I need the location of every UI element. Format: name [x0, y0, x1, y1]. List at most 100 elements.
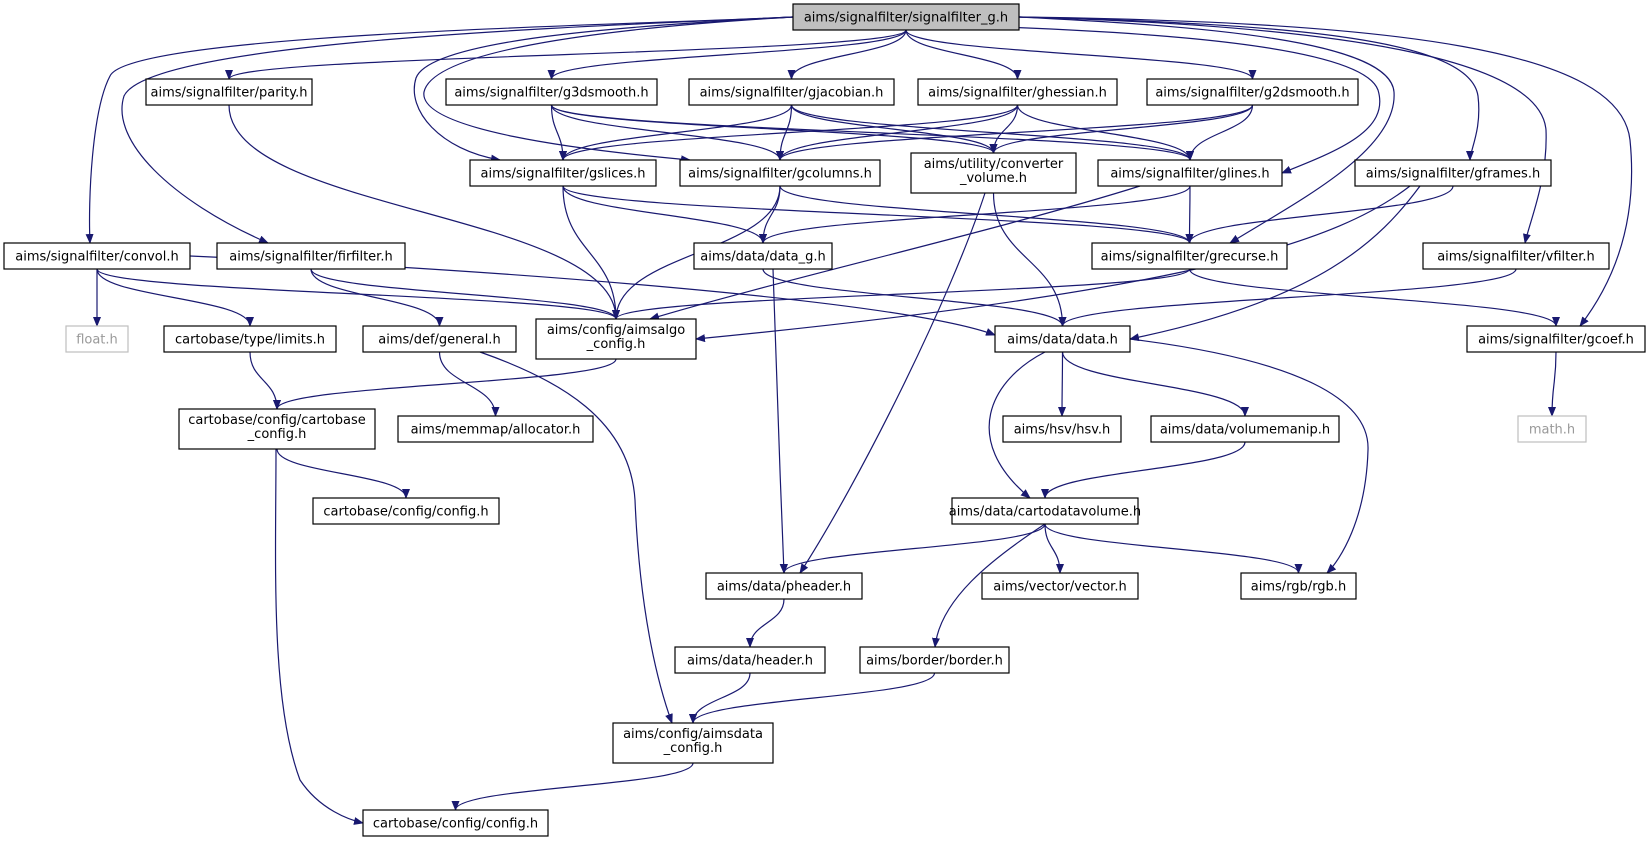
- edge-cartodatavolume-to-pheader: [780, 523, 1046, 574]
- node-aimsalgo-config[interactable]: aims/config/aimsalgo_config.h: [535, 318, 697, 360]
- node-box: [178, 408, 376, 450]
- node-label: aims/signalfilter/g2dsmooth.h: [1155, 86, 1349, 101]
- node-box: [679, 159, 881, 187]
- node-box: [362, 325, 517, 353]
- edge-signalfilter_g-to-parity: [225, 29, 907, 80]
- edge-data-to-cartodatavolume: [988, 351, 1046, 499]
- node-box: [362, 809, 549, 837]
- node-g2dsmooth[interactable]: aims/signalfilter/g2dsmooth.h: [1146, 78, 1359, 106]
- node-label: aims/signalfilter/g3dsmooth.h: [454, 86, 648, 101]
- node-header[interactable]: aims/data/header.h: [674, 646, 826, 674]
- edge-gcoef-to-math: [1548, 351, 1557, 417]
- edge-cartodatavolume-to-vector: [1044, 523, 1064, 574]
- edge-signalfilter_g-to-gcoef: [1018, 16, 1633, 327]
- edge-grecurse-to-gcoef: [1188, 268, 1560, 327]
- node-vector[interactable]: aims/vector/vector.h: [981, 572, 1139, 600]
- node-label: aims/config/aimsalgo: [547, 323, 685, 338]
- node-box: [917, 78, 1118, 106]
- node-box: [163, 325, 337, 353]
- edge-grecurse-to-aimsalgo_config: [612, 268, 1191, 320]
- node-rgb[interactable]: aims/rgb/rgb.h: [1240, 572, 1357, 600]
- node-box: [705, 572, 863, 600]
- node-cartobase-config[interactable]: cartobase/config/cartobase_config.h: [178, 408, 376, 450]
- node-label: aims/signalfilter/signalfilter_g.h: [804, 11, 1008, 26]
- node-ghessian[interactable]: aims/signalfilter/ghessian.h: [917, 78, 1118, 106]
- node-allocator[interactable]: aims/memmap/allocator.h: [397, 415, 594, 443]
- node-convol[interactable]: aims/signalfilter/convol.h: [3, 242, 191, 270]
- node-label: aims/data/header.h: [687, 654, 813, 669]
- edge-signalfilter_g-to-ghessian: [905, 29, 1022, 80]
- edge-gjacobian-to-converter_volume: [790, 104, 998, 154]
- node-label: aims/signalfilter/ghessian.h: [928, 86, 1107, 101]
- edge-g3dsmooth-to-converter_volume: [550, 104, 998, 154]
- node-aimsdata-config[interactable]: aims/config/aimsdata_config.h: [612, 722, 774, 764]
- node-box: [688, 78, 895, 106]
- node-box: [216, 242, 406, 270]
- node-label: aims/utility/converter: [924, 157, 1064, 172]
- node-parity[interactable]: aims/signalfilter/parity.h: [145, 78, 313, 106]
- node-label: _config.h: [247, 427, 307, 442]
- node-cartodatavolume[interactable]: aims/data/cartodatavolume.h: [949, 497, 1141, 525]
- node-label: aims/signalfilter/vfilter.h: [1437, 250, 1595, 265]
- node-g3dsmooth[interactable]: aims/signalfilter/g3dsmooth.h: [445, 78, 658, 106]
- node-pheader[interactable]: aims/data/pheader.h: [705, 572, 863, 600]
- node-label: aims/data/pheader.h: [717, 580, 851, 595]
- edge-g2dsmooth-to-converter_volume: [989, 104, 1254, 154]
- node-limits[interactable]: cartobase/type/limits.h: [163, 325, 337, 353]
- node-box: [1146, 78, 1359, 106]
- edge-aimsalgo_config-to-cartobase_config: [273, 358, 617, 410]
- node-label: aims/data/cartodatavolume.h: [949, 505, 1141, 520]
- edge-glines-to-grecurse: [1185, 185, 1194, 244]
- edge-gjacobian-to-gslices: [559, 104, 793, 161]
- node-general[interactable]: aims/def/general.h: [362, 325, 517, 353]
- node-gjacobian[interactable]: aims/signalfilter/gjacobian.h: [688, 78, 895, 106]
- node-signalfilter-g[interactable]: aims/signalfilter/signalfilter_g.h: [792, 3, 1020, 31]
- node-box: [1150, 415, 1340, 443]
- nodes-layer: aims/signalfilter/signalfilter_g.h aims/s…: [3, 3, 1646, 837]
- node-border[interactable]: aims/border/border.h: [859, 646, 1010, 674]
- node-volumemanip[interactable]: aims/data/volumemanip.h: [1150, 415, 1340, 443]
- node-box: [3, 242, 191, 270]
- node-cb-config-1[interactable]: cartobase/config/config.h: [312, 497, 500, 525]
- edge-limits-to-cartobase_config: [249, 351, 281, 410]
- node-label: aims/signalfilter/gslices.h: [480, 167, 645, 182]
- node-box: [1097, 159, 1283, 187]
- node-gframes[interactable]: aims/signalfilter/gframes.h: [1354, 159, 1552, 187]
- node-vfilter[interactable]: aims/signalfilter/vfilter.h: [1422, 242, 1610, 270]
- node-box: [1517, 415, 1587, 443]
- edge-signalfilter_g-to-gcolumns: [423, 16, 794, 164]
- node-label: aims/def/general.h: [378, 333, 500, 348]
- node-converter-volume[interactable]: aims/utility/converter_volume.h: [910, 152, 1077, 194]
- node-gslices[interactable]: aims/signalfilter/gslices.h: [469, 159, 657, 187]
- node-label: aims/signalfilter/glines.h: [1110, 167, 1269, 182]
- node-grecurse[interactable]: aims/signalfilter/grecurse.h: [1091, 242, 1288, 270]
- node-gcoef[interactable]: aims/signalfilter/gcoef.h: [1466, 325, 1646, 353]
- node-gcolumns[interactable]: aims/signalfilter/gcolumns.h: [679, 159, 881, 187]
- node-box: [397, 415, 594, 443]
- node-data-g[interactable]: aims/data/data_g.h: [693, 242, 833, 270]
- edge-parity-to-aimsalgo_config: [228, 104, 620, 320]
- node-label: _config.h: [663, 741, 723, 756]
- edge-signalfilter_g-to-convol: [85, 16, 794, 244]
- node-glines[interactable]: aims/signalfilter/glines.h: [1097, 159, 1283, 187]
- node-label: _volume.h: [959, 171, 1027, 186]
- edge-convol-to-limits: [96, 268, 254, 327]
- node-cb-config-2[interactable]: cartobase/config/config.h: [362, 809, 549, 837]
- edge-cartobase_config-to-cb_config_1: [276, 448, 410, 499]
- node-label: aims/signalfilter/gframes.h: [1366, 167, 1540, 182]
- edge-data-to-volumemanip: [1061, 351, 1249, 417]
- node-box: [910, 152, 1077, 194]
- node-math: math.h: [1517, 415, 1587, 443]
- node-label: aims/signalfilter/firfilter.h: [229, 250, 392, 265]
- edge-signalfilter_g-to-gslices: [413, 16, 794, 163]
- node-box: [612, 722, 774, 764]
- edge-glines-to-aimsalgo_config: [649, 185, 1141, 321]
- edge-ghessian-to-gcolumns: [776, 104, 1019, 161]
- node-data[interactable]: aims/data/data.h: [994, 325, 1131, 353]
- edge-signalfilter_g-to-gjacobian: [787, 29, 907, 80]
- node-hsv[interactable]: aims/hsv/hsv.h: [1002, 415, 1122, 443]
- node-label: aims/memmap/allocator.h: [411, 423, 581, 438]
- node-label: float.h: [76, 333, 118, 348]
- node-firfilter[interactable]: aims/signalfilter/firfilter.h: [216, 242, 406, 270]
